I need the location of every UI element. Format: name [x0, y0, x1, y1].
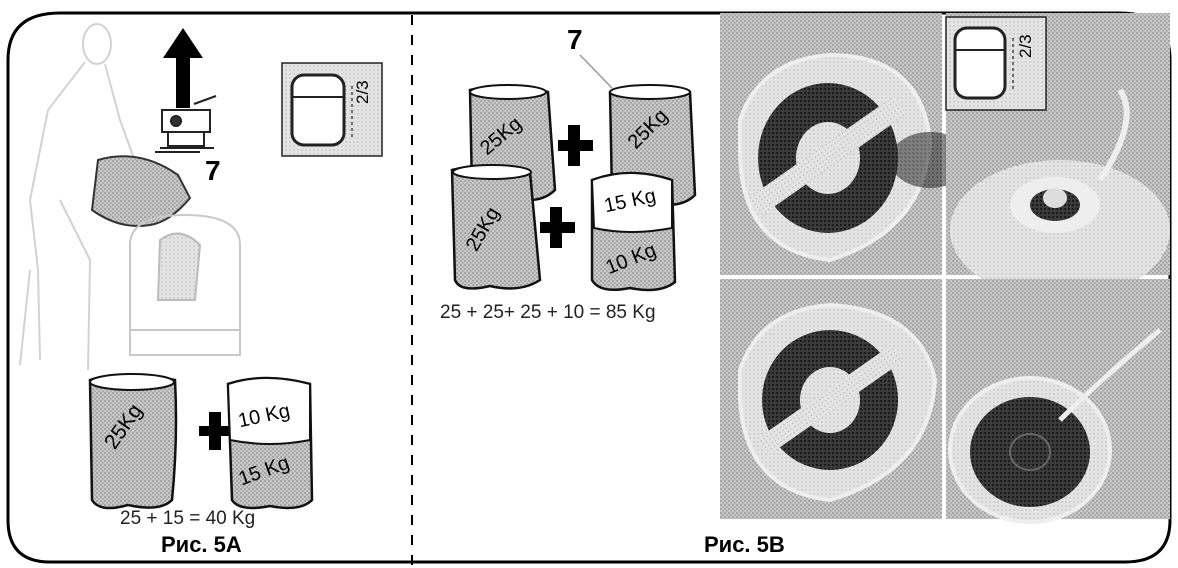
plus-sign-b1 [558, 125, 593, 166]
level-indicator-b [945, 16, 1047, 111]
plus-sign-a [199, 412, 233, 450]
level-mark-b: 2/3 [1016, 34, 1035, 58]
level-indicator-a [281, 62, 383, 157]
photo-top-left [720, 13, 970, 275]
equation-a: 25 + 15 = 40 Kg [120, 508, 256, 529]
photo-bottom-right [946, 279, 1170, 524]
plus-sign-b2 [540, 207, 575, 248]
callout-number-a: 7 [205, 155, 221, 186]
callout-number-b: 7 [567, 24, 583, 55]
photo-bottom-left [720, 279, 942, 519]
level-mark-a: 2/3 [353, 80, 372, 104]
caption-b: Рис. 5B [704, 532, 785, 557]
equation-b: 25 + 25+ 25 + 10 = 85 Kg [440, 302, 656, 323]
valve-icon [155, 95, 217, 153]
filter-tank [129, 213, 241, 356]
up-arrow-icon [163, 28, 203, 108]
pouring-bag [90, 155, 192, 227]
caption-a: Рис. 5A [161, 532, 242, 557]
